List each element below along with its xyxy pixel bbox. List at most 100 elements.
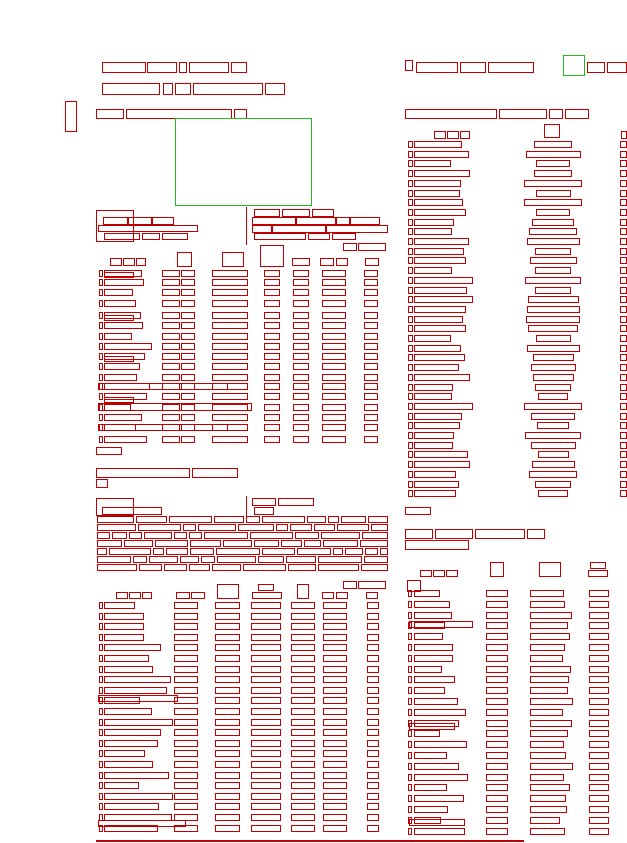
table-cell (293, 289, 309, 296)
table-cell (486, 817, 508, 824)
row-label (414, 160, 451, 167)
row-label (104, 676, 171, 683)
row-label (414, 828, 465, 835)
table-cell (530, 720, 572, 727)
table-cell (215, 708, 240, 715)
column-symbol (365, 258, 379, 266)
table-header-cell (112, 532, 127, 539)
table-cell (293, 424, 309, 431)
table-cell (364, 393, 378, 400)
table-cell (486, 676, 508, 683)
row-label (104, 708, 152, 715)
table-cell (322, 289, 346, 296)
table-cell (486, 698, 508, 705)
table-header-cell (380, 548, 388, 555)
row-marker (99, 393, 103, 400)
table-header-cell (212, 564, 241, 571)
column-symbol (116, 592, 128, 599)
table-header-cell (336, 217, 350, 225)
row-label (104, 793, 173, 800)
table-cell (251, 613, 281, 620)
table-cell (293, 353, 309, 360)
table-header-cell (262, 548, 295, 555)
column-symbol (343, 581, 357, 589)
table-cell (181, 333, 195, 340)
table-cell (174, 623, 198, 630)
table-header-cell (97, 540, 122, 547)
table-header-cell (109, 548, 151, 555)
table-header-cell (128, 217, 152, 225)
table-cell (367, 666, 379, 673)
table-cell (212, 289, 248, 296)
table-header-cell (341, 516, 366, 523)
table-cell (364, 436, 378, 443)
table-cell (620, 471, 627, 478)
table-cell (486, 784, 508, 791)
caption-word (405, 529, 433, 539)
row-label (414, 655, 453, 662)
row-marker (99, 803, 103, 810)
row-marker (408, 199, 413, 206)
column-symbol (322, 592, 334, 599)
row-label (414, 325, 466, 332)
table-header-cell (358, 243, 386, 251)
table-cell (323, 697, 347, 704)
row-marker (408, 752, 412, 759)
row-label (104, 414, 142, 421)
table-cell (589, 644, 609, 651)
table-cell (162, 322, 180, 329)
table-cell (589, 687, 609, 694)
table-cell (215, 729, 240, 736)
row-marker (99, 333, 103, 340)
table-header-cell (238, 524, 274, 531)
row-marker (408, 287, 413, 294)
table-cell (212, 343, 248, 350)
table-cell (525, 277, 581, 284)
row-label (414, 471, 456, 478)
table-cell (620, 160, 627, 167)
table-cell (322, 374, 346, 381)
row-label (414, 335, 451, 342)
table-cell (174, 782, 198, 789)
row-label (104, 374, 137, 381)
row-label (414, 763, 459, 770)
table-cell (215, 676, 240, 683)
row-marker (408, 481, 413, 488)
table-cell (535, 248, 571, 255)
table-cell (174, 602, 198, 609)
table-cell (162, 279, 180, 286)
table-cell (291, 782, 315, 789)
table-cell (264, 374, 280, 381)
table-cell (251, 772, 281, 779)
table-cell (323, 772, 347, 779)
row-marker (99, 719, 103, 726)
table-header-cell (272, 225, 326, 233)
row-label (414, 461, 470, 468)
table-cell (589, 633, 609, 640)
table-header-cell (343, 243, 357, 251)
column-symbol (433, 570, 445, 577)
table-cell (264, 312, 280, 319)
table-cell (323, 687, 347, 694)
row-label (409, 723, 455, 730)
table-cell (264, 353, 280, 360)
row-marker (99, 289, 103, 296)
table-cell (364, 333, 378, 340)
row-label (104, 644, 161, 651)
table-cell (528, 325, 578, 332)
table-cell (251, 676, 281, 683)
table-header-cell (326, 225, 388, 233)
table-cell (526, 316, 580, 323)
row-marker (99, 825, 103, 832)
table-cell (293, 279, 309, 286)
table-cell (322, 383, 346, 390)
table-cell (525, 432, 581, 439)
table-cell (367, 803, 379, 810)
table-header-cell (104, 233, 140, 240)
table-cell (215, 644, 240, 651)
table-cell (364, 289, 378, 296)
table-header-cell (276, 524, 288, 531)
row-label (98, 424, 228, 431)
table-header-cell (144, 532, 172, 539)
column-symbol (539, 562, 561, 577)
